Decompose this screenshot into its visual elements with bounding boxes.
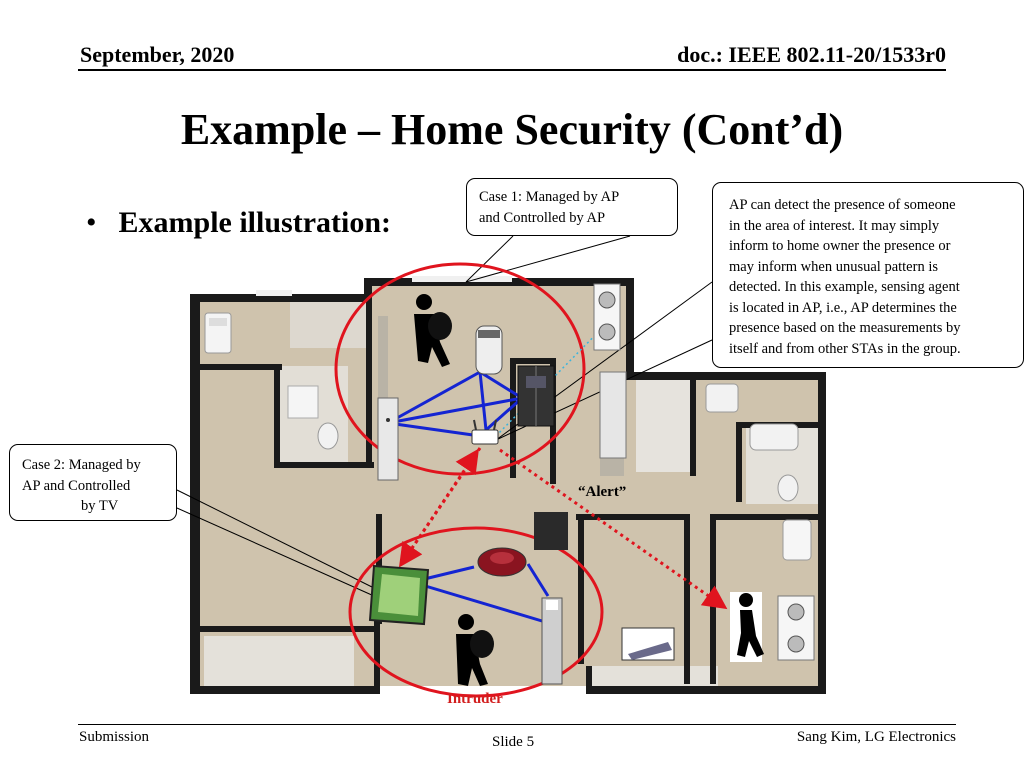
bullet-text: Example illustration: [118, 206, 392, 239]
tiled-room [204, 636, 354, 690]
callout-ap-detection: AP can detect the presence of someone in… [712, 182, 1024, 368]
callout-pointer-case2 [176, 489, 375, 589]
callout-ap-line: inform to home owner the presence or [729, 238, 951, 254]
fridge-column-icon [599, 371, 627, 459]
callout-case1: Case 1: Managed by AP and Controlled by … [466, 178, 678, 236]
callout-ap-line: presence based on the measurements by [729, 320, 961, 336]
tiled-room [290, 294, 370, 348]
floor-area [200, 294, 372, 686]
header-divider [78, 69, 946, 71]
footer-author: Sang Kim, LG Electronics [796, 729, 956, 745]
header-date: September, 2020 [80, 42, 235, 67]
sensing-links-case2 [411, 563, 553, 626]
callout-case2: Case 2: Managed by AP and Controlled by … [9, 444, 177, 521]
toilet [777, 474, 799, 502]
air-purifier-tall-icon [541, 597, 563, 685]
callout-pointer-case2 [176, 507, 375, 597]
fan-icon [377, 397, 399, 481]
intruder-figure-icon [414, 294, 452, 367]
callout-ap-line: detected. In this example, sensing agent [729, 279, 960, 295]
callout-ap-line: AP can detect the presence of someone [729, 197, 956, 213]
footer-slide-number: Slide 5 [492, 734, 535, 750]
air-purifier-icon [475, 325, 503, 375]
callout-case2-line: by TV [81, 498, 119, 514]
footer-submission: Submission [79, 729, 150, 745]
tv-icon [368, 564, 430, 626]
window [256, 290, 292, 296]
callout-case2-line: Case 2: Managed by [22, 457, 141, 473]
bullet-item: • Example illustration: [86, 206, 391, 240]
detection-zone-case2 [348, 526, 604, 698]
callout-ap-line: may inform when unusual pattern is [729, 258, 938, 275]
callout-pointer-case1 [465, 235, 514, 283]
robot-vacuum-icon [477, 547, 527, 577]
sensing-links-case1 [387, 370, 523, 438]
router-ap-icon [471, 419, 499, 445]
alert-arrow-to-owner [499, 448, 728, 610]
shower [287, 385, 319, 419]
slide-title: Example – Home Security (Cont’d) [180, 105, 844, 154]
laptop-icon [621, 627, 675, 661]
callout-case1-line: Case 1: Managed by AP [479, 189, 620, 205]
header-doc-number: doc.: IEEE 802.11-20/1533r0 [677, 42, 946, 67]
washer-icon [593, 283, 621, 351]
intruder-label: Intruder [447, 691, 503, 707]
alert-label: “Alert” [578, 484, 627, 500]
kitchen-counter [378, 316, 388, 476]
bullet-dot: • [86, 206, 97, 239]
sink [705, 383, 739, 413]
dehumidifier-icon [204, 312, 232, 354]
toilet [317, 422, 339, 450]
washer-icon [777, 595, 815, 661]
callout-case2-line: AP and Controlled [22, 477, 131, 494]
dehumidifier-icon [782, 519, 812, 561]
window [412, 276, 512, 282]
tiled-room [636, 380, 696, 472]
footer-divider [78, 724, 956, 725]
callout-ap-line: in the area of interest. It may simply [729, 217, 940, 234]
walking-person-icon [730, 592, 764, 662]
bathtub [749, 423, 799, 451]
intruder-figure-icon [456, 614, 494, 686]
callout-ap-line: itself and from other STAs in the group. [729, 340, 961, 357]
alert-arrow-to-tv [398, 447, 482, 568]
callout-ap-line: is located in AP, i.e., AP determines th… [729, 299, 957, 316]
callout-case1-line: and Controlled by AP [479, 209, 606, 226]
callout-pointer-case1 [465, 235, 631, 283]
refrigerator-icon [517, 365, 555, 427]
tv-stand-icon [534, 512, 568, 550]
